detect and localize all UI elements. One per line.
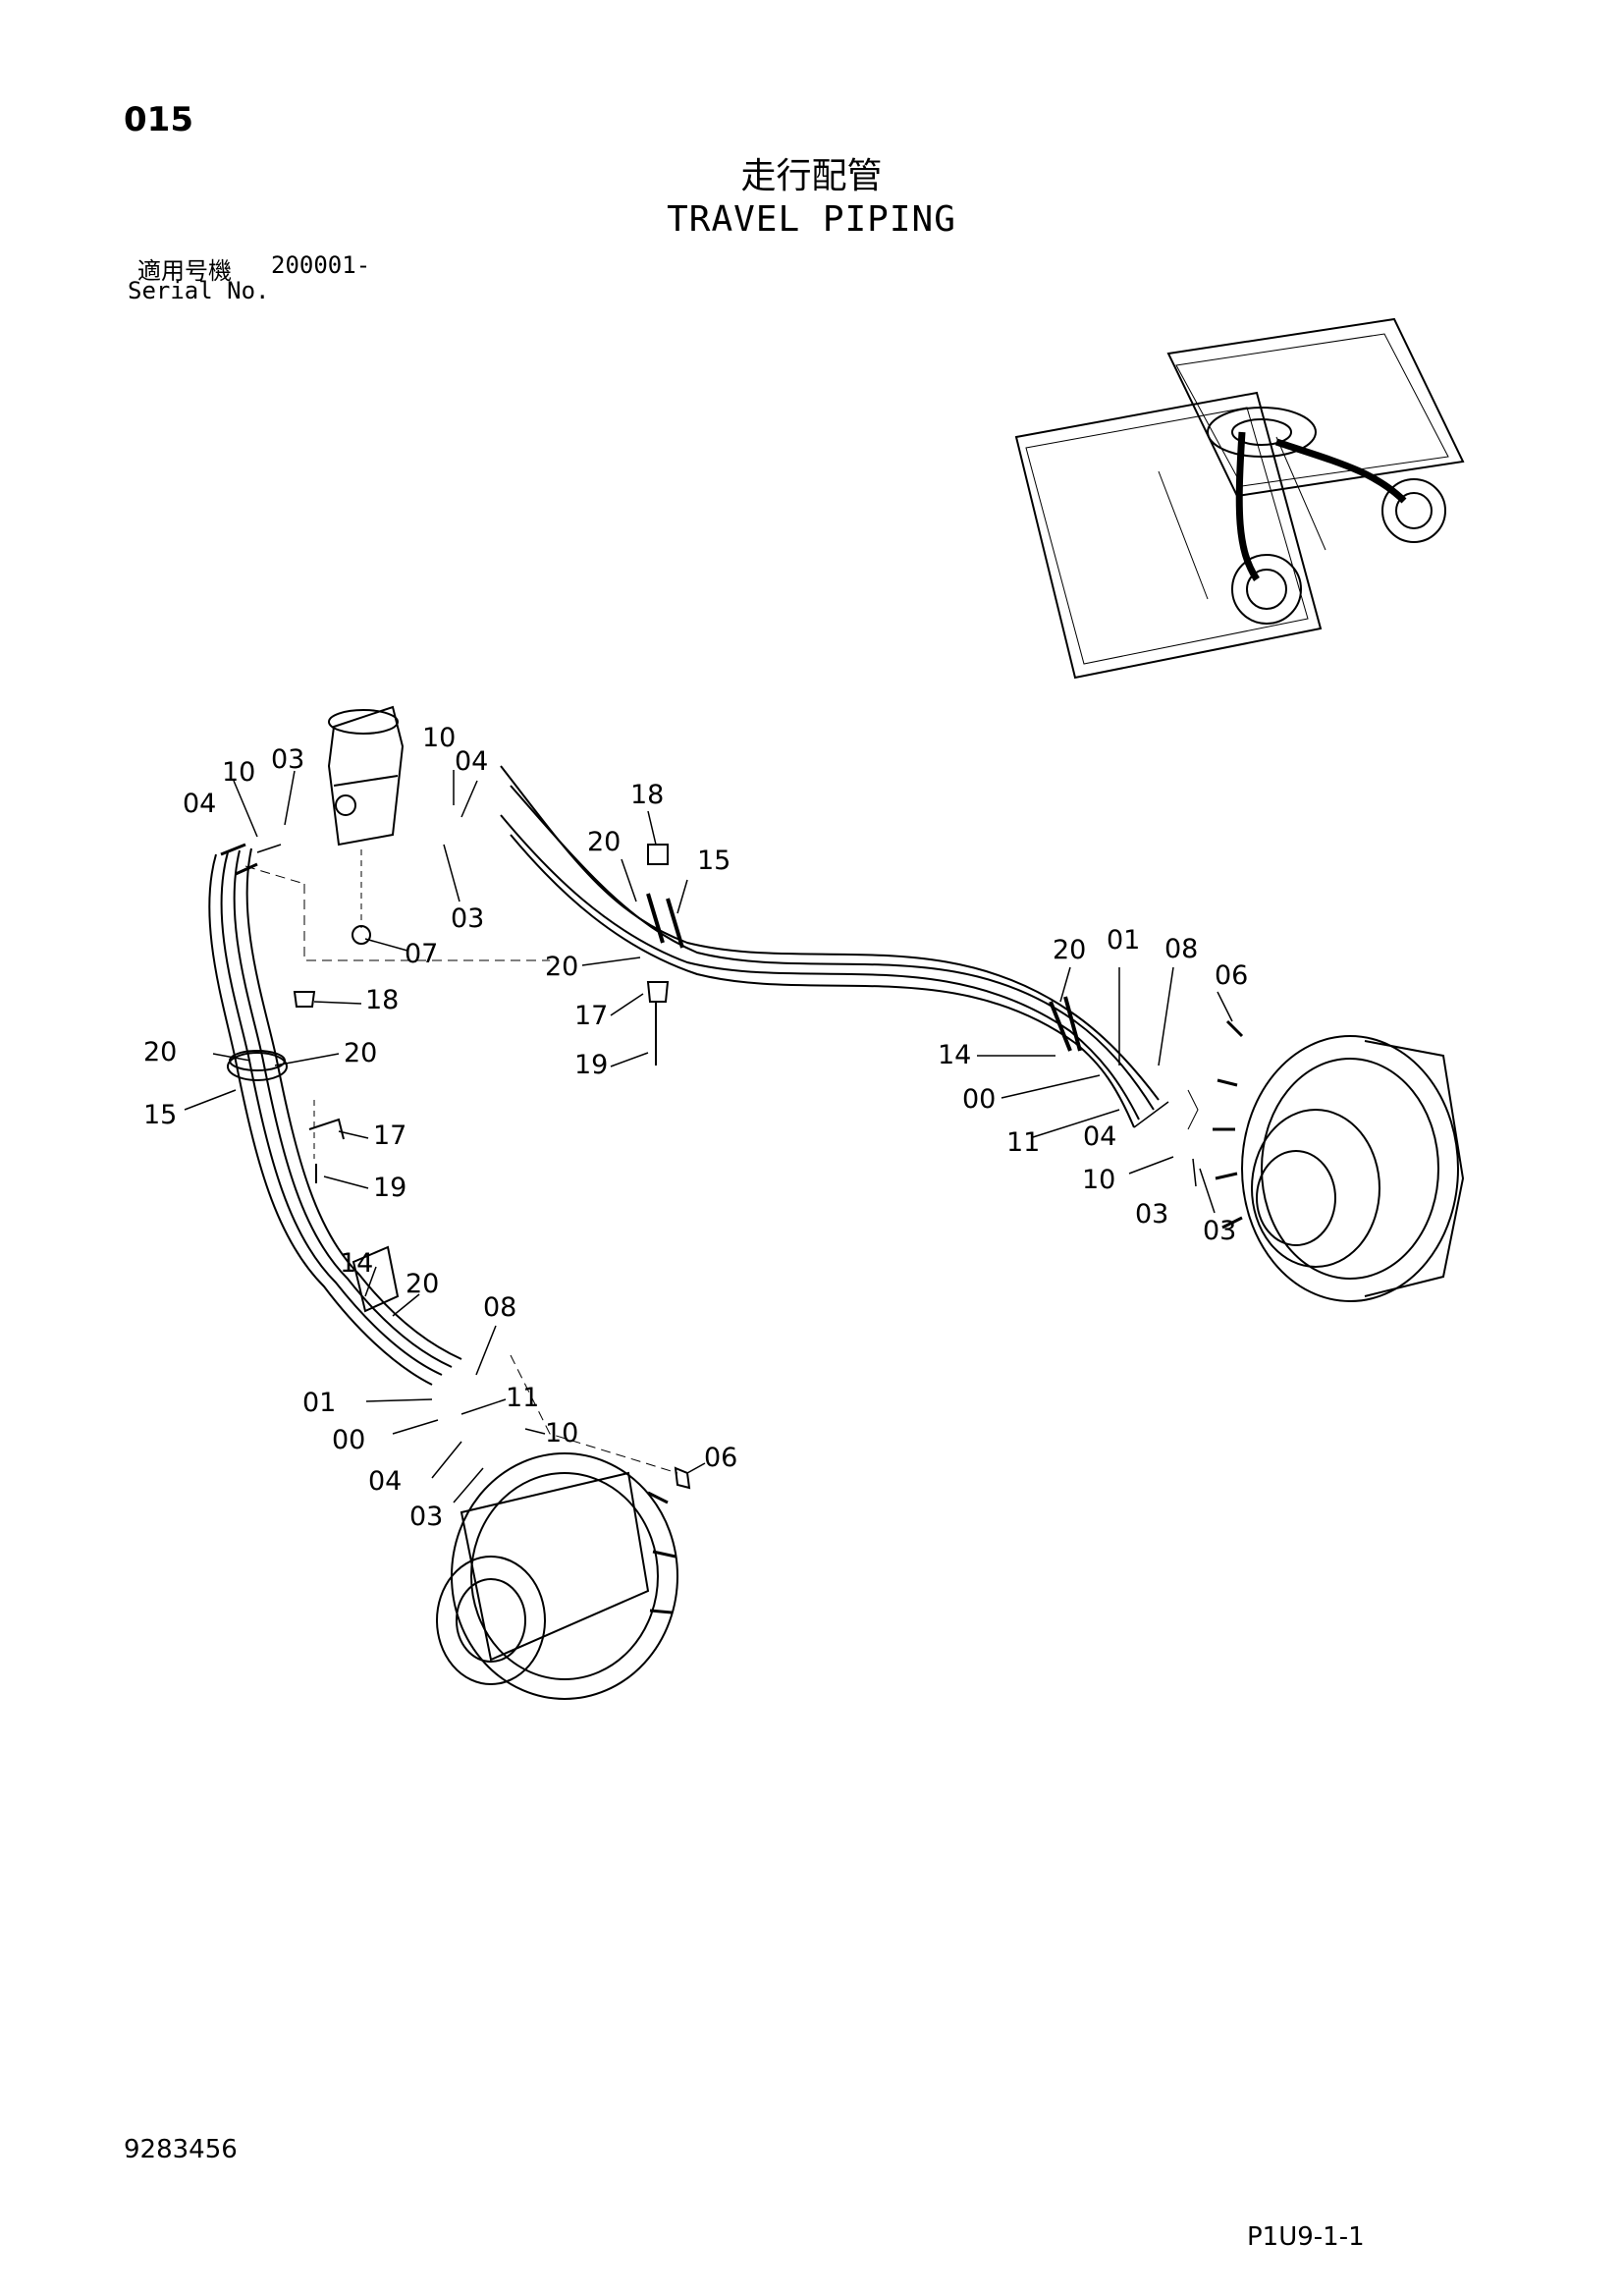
page-number: 015 xyxy=(124,100,193,139)
callout-03: 03 xyxy=(1203,1216,1236,1246)
center-joint-illustration xyxy=(244,705,550,961)
left-travel-motor xyxy=(436,1354,691,1700)
callout-03: 03 xyxy=(409,1502,443,1532)
callout-20: 20 xyxy=(143,1037,177,1067)
callout-18: 18 xyxy=(630,780,664,810)
callout-20: 20 xyxy=(545,952,578,982)
callout-14: 14 xyxy=(938,1040,971,1070)
callout-06: 06 xyxy=(704,1443,737,1473)
callout-06: 06 xyxy=(1215,960,1248,991)
callout-20: 20 xyxy=(344,1038,377,1068)
serial-label: Serial No. xyxy=(128,277,270,304)
page-title-japanese: 走行配管 xyxy=(740,156,883,196)
callout-18: 18 xyxy=(365,985,399,1015)
callout-10: 10 xyxy=(545,1418,578,1449)
callout-10: 10 xyxy=(1082,1165,1115,1195)
callout-01: 01 xyxy=(1107,925,1140,956)
callout-04: 04 xyxy=(455,746,488,777)
upper-hose-run xyxy=(500,765,1160,1128)
callout-10: 10 xyxy=(422,723,456,753)
callout-00: 00 xyxy=(332,1425,365,1455)
callout-04: 04 xyxy=(183,789,216,819)
callout-00: 00 xyxy=(962,1084,996,1115)
callout-08: 08 xyxy=(483,1292,516,1323)
callout-04: 04 xyxy=(368,1466,402,1497)
callout-19: 19 xyxy=(373,1173,406,1203)
callout-19: 19 xyxy=(574,1050,608,1080)
callout-03: 03 xyxy=(451,903,484,934)
left-hose-bundle xyxy=(208,843,462,1386)
callout-20: 20 xyxy=(406,1269,439,1299)
serial-range: 200001- xyxy=(271,251,371,279)
callout-15: 15 xyxy=(143,1100,177,1130)
serial-label-japanese: 適用号機 xyxy=(137,257,232,285)
callout-07: 07 xyxy=(405,939,438,969)
callout-20: 20 xyxy=(1053,935,1086,965)
undercarriage-overview-illustration xyxy=(1014,317,1465,680)
right-travel-motor xyxy=(1187,1019,1465,1302)
page-code: P1U9-1-1 xyxy=(1247,2222,1365,2252)
callout-leaders xyxy=(184,770,1233,1503)
page-title: TRAVEL PIPING xyxy=(667,199,956,240)
document-number: 9283456 xyxy=(124,2135,238,2164)
callout-10: 10 xyxy=(222,757,255,788)
callout-15: 15 xyxy=(697,846,730,876)
callout-14: 14 xyxy=(340,1248,373,1279)
callout-03: 03 xyxy=(271,744,304,775)
callout-04: 04 xyxy=(1083,1121,1116,1152)
callout-20: 20 xyxy=(587,827,621,857)
callout-17: 17 xyxy=(373,1121,406,1151)
callout-11: 11 xyxy=(1006,1127,1040,1158)
callout-01: 01 xyxy=(302,1388,336,1418)
callout-17: 17 xyxy=(574,1001,608,1031)
callout-03: 03 xyxy=(1135,1199,1168,1230)
callout-11: 11 xyxy=(506,1383,539,1413)
callout-08: 08 xyxy=(1164,934,1198,964)
part-callouts: 10 03 10 04 04 03 07 18 20 20 15 17 19 1… xyxy=(143,723,1248,1532)
